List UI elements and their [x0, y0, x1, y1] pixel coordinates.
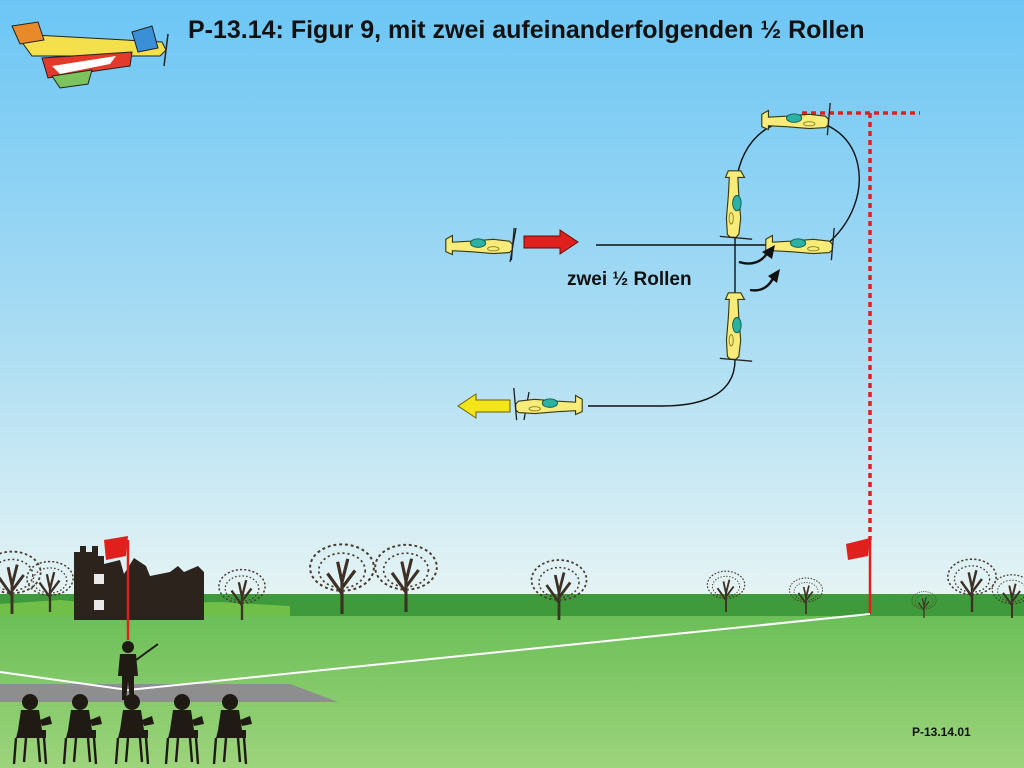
roll-annotation: zwei ½ Rollen [567, 269, 692, 290]
yellow-left-arrow-icon [457, 393, 511, 419]
red-flag-icon [104, 536, 130, 640]
boundary-line [802, 111, 920, 540]
red-flag-icon [846, 538, 872, 614]
sight-lines [0, 613, 871, 691]
figure-code: P-13.14.01 [912, 725, 971, 739]
airplane-logo-icon [11, 21, 169, 89]
red-right-arrow-icon [523, 229, 579, 255]
roll-arrowhead-upper [762, 245, 775, 259]
roll-arrowhead-lower [768, 269, 780, 283]
diagram-title: P-13.14: Figur 9, mit zwei aufeinanderfo… [188, 16, 865, 44]
sky [0, 0, 1024, 600]
pilot-silhouette-icon [118, 641, 159, 700]
